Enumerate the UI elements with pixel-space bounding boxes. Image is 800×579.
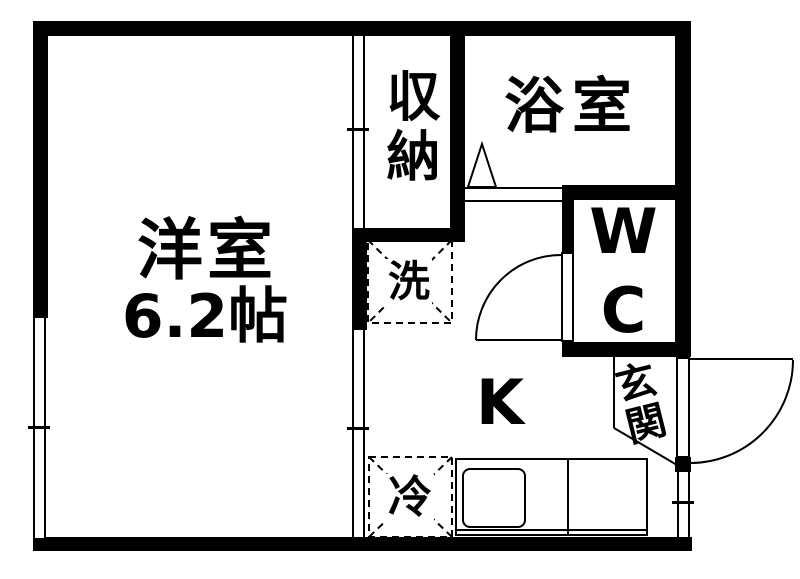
bathroom-threshold — [465, 187, 562, 202]
room-label-bathroom: 浴室 — [504, 72, 640, 142]
wall-top — [33, 21, 691, 36]
closet-sliding-door — [352, 36, 365, 228]
room-label-entrance: 玄関 — [604, 357, 670, 451]
room-label-closet: 収納 — [377, 68, 440, 188]
entrance-door-leaf — [676, 357, 690, 458]
wall-westroom-right — [352, 242, 367, 330]
room-size-western-room: 6.2帖 — [121, 282, 289, 352]
closet-door-tick — [347, 128, 369, 131]
partition-door-tick — [347, 427, 369, 430]
wall-closet-bathroom — [450, 36, 465, 242]
wc-door-swing-arc — [475, 254, 562, 341]
window-left-tick — [28, 426, 50, 429]
room-label-western-room: 洋室 — [137, 212, 277, 289]
folding-door-icon — [466, 140, 498, 188]
wall-closet-bottom — [352, 228, 465, 242]
kitchen-sink — [462, 468, 526, 528]
wc-door-leaf — [561, 252, 574, 342]
entrance-door-swing-arc — [689, 359, 794, 464]
window-right-tick — [672, 501, 694, 504]
room-label-kitchen: K — [475, 366, 525, 439]
label-washer-space: 洗 — [385, 257, 433, 306]
window-right-lower — [677, 472, 690, 537]
westroom-kitchen-partition-door — [352, 330, 365, 537]
wall-right-entry-block — [675, 457, 691, 472]
wall-wc-bottom — [562, 342, 691, 357]
label-fridge-space: 冷 — [386, 472, 434, 523]
wall-left-upper — [33, 21, 48, 318]
wall-bottom — [33, 537, 692, 551]
room-label-wc: WC — [587, 195, 660, 353]
wall-wc-left — [562, 200, 574, 252]
wall-bathroom-bottom — [562, 185, 691, 200]
